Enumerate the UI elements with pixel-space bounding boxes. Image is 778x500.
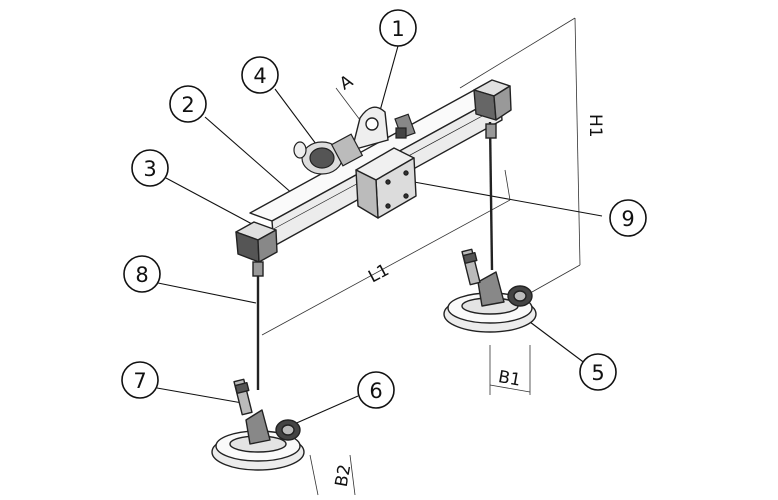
- callout-6: 6: [357, 371, 395, 409]
- callout-1: 1: [379, 9, 417, 47]
- callout-5: 5: [579, 353, 617, 391]
- dimension-a-label: A: [336, 71, 357, 94]
- right-end-cap: [473, 79, 512, 121]
- cable-shackles: [252, 123, 497, 277]
- callout-9-label: 9: [621, 207, 634, 231]
- callout-8-label: 8: [135, 263, 148, 287]
- center-housing: [355, 147, 417, 219]
- left-suction-pad: [211, 378, 305, 471]
- callout-3-label: 3: [143, 157, 156, 181]
- callout-2: 2: [169, 85, 207, 123]
- dimension-l1-label: L1: [365, 260, 392, 287]
- callout-6-label: 6: [369, 379, 382, 403]
- dimension-h1-label: H1: [585, 114, 605, 138]
- dimension-b1-label: B1: [497, 367, 523, 391]
- callout-7-label: 7: [133, 369, 146, 393]
- top-valve: [394, 113, 416, 139]
- callout-2-label: 2: [181, 93, 194, 117]
- callout-4-label: 4: [253, 64, 266, 88]
- lifting-eye: [351, 106, 389, 151]
- callout-3: 3: [131, 149, 169, 187]
- vacuum-generator: [293, 133, 364, 175]
- callout-5-label: 5: [591, 361, 604, 385]
- cables: [256, 121, 494, 390]
- dimension-b2-label: B2: [332, 463, 356, 489]
- callout-1-label: 1: [391, 17, 404, 41]
- dimension-lines: [261, 17, 581, 496]
- callout-7: 7: [121, 361, 159, 399]
- callout-4: 4: [241, 56, 279, 94]
- leader-lines: [156, 45, 603, 426]
- right-suction-pad: [443, 248, 537, 333]
- left-end-cap: [235, 221, 278, 263]
- callout-8: 8: [123, 255, 161, 293]
- callout-9: 9: [609, 199, 647, 237]
